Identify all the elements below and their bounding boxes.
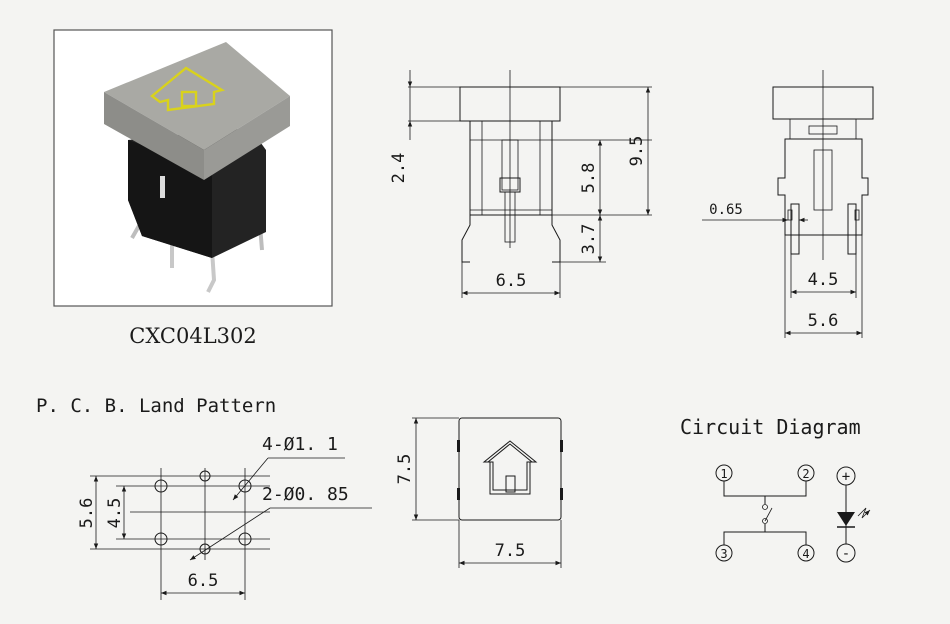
front-view-drawing: 2.4 5.8 3.7 9.5 6.5 bbox=[389, 70, 652, 298]
dim-pin-length: 3.7 bbox=[579, 224, 599, 255]
dim-top-height: 7.5 bbox=[395, 454, 415, 485]
pcb-hole bbox=[154, 532, 168, 546]
dim-body-height: 5.8 bbox=[579, 163, 599, 194]
dim-cap-height: 2.4 bbox=[389, 153, 409, 184]
dim-pcb-width: 6.5 bbox=[188, 571, 219, 591]
pin-3-label: 3 bbox=[720, 547, 727, 561]
dim-outer-width: 5.6 bbox=[808, 311, 839, 331]
dim-total-height: 9.5 bbox=[627, 136, 647, 167]
circuit-diagram: Circuit Diagram 1 2 3 4 + - bbox=[680, 415, 871, 563]
pin-1-label: 1 bbox=[720, 467, 727, 481]
dim-pin-spacing: 6.5 bbox=[496, 271, 527, 291]
dim-pcb-height-outer: 5.6 bbox=[77, 498, 97, 529]
house-icon bbox=[482, 440, 538, 495]
circuit-title: Circuit Diagram bbox=[680, 415, 861, 439]
pcb-hole bbox=[238, 479, 252, 493]
led-plus-label: + bbox=[842, 469, 850, 485]
product-photo: CXC04L302 bbox=[53, 29, 333, 348]
switch-render-image bbox=[104, 42, 290, 293]
dim-top-width: 7.5 bbox=[495, 541, 526, 561]
part-number-label: CXC04L302 bbox=[129, 324, 256, 348]
pin-2-label: 2 bbox=[802, 467, 809, 481]
side-view-drawing: 0.65 4.5 5.6 bbox=[702, 70, 874, 338]
top-view-drawing: 7.5 7.5 bbox=[395, 417, 563, 568]
led-minus-label: - bbox=[842, 546, 850, 562]
pcb-hole bbox=[238, 532, 252, 546]
pcb-hole-small bbox=[199, 470, 211, 482]
hole-small-label: 2-Ø0. 85 bbox=[262, 484, 349, 505]
pcb-land-pattern: P. C. B. Land Pattern 4-Ø1. 1 2-Ø0. 85 5… bbox=[36, 395, 372, 600]
house-icon bbox=[150, 66, 226, 112]
led-symbol bbox=[837, 512, 855, 526]
pcb-title: P. C. B. Land Pattern bbox=[36, 395, 276, 417]
dim-pcb-height-inner: 4.5 bbox=[105, 498, 125, 529]
pcb-hole-small bbox=[199, 543, 211, 555]
pcb-hole bbox=[154, 479, 168, 493]
dim-inner-width: 4.5 bbox=[808, 270, 839, 290]
dim-pin-thickness: 0.65 bbox=[709, 202, 743, 218]
pin-4-label: 4 bbox=[802, 547, 809, 561]
hole-large-label: 4-Ø1. 1 bbox=[262, 434, 338, 455]
